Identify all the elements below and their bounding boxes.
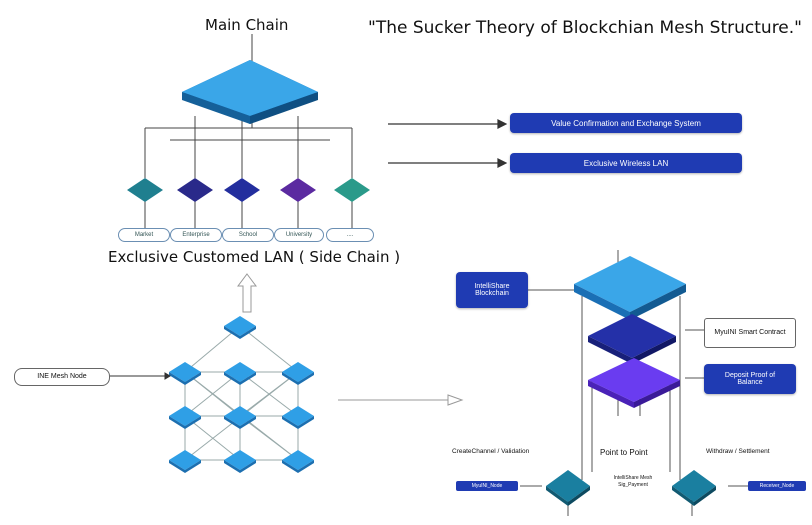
smart-contract-label: MyuINI Smart Contract — [714, 329, 786, 337]
ine-mesh-node-label: INE Mesh Node — [37, 373, 87, 381]
left-node-tag-label: MyuINI_Node — [471, 483, 503, 489]
smart-contract-box: MyuINI Smart Contract — [704, 318, 796, 348]
side-node-label: Enterprise — [182, 232, 210, 238]
stack-block-smart-contract — [588, 314, 676, 364]
main-chain-title: Main Chain — [205, 16, 289, 34]
main-chain-block — [182, 60, 318, 124]
theory-title: "The Sucker Theory of Blockchian Mesh St… — [368, 18, 802, 38]
side-node-market: Market — [118, 228, 170, 242]
stack-bottom-diamonds — [546, 470, 716, 506]
top-arrows — [388, 119, 508, 168]
withdraw-label: Withdraw / Settlement — [706, 448, 770, 455]
deposit-box: Deposit Proof of Balance — [704, 364, 796, 394]
side-node-university: University — [274, 228, 324, 242]
point-to-point-label: Point to Point — [600, 448, 648, 457]
side-chain-title: Exclusive Customed LAN ( Side Chain ) — [108, 248, 401, 266]
side-node-more: .... — [326, 228, 374, 242]
wireless-lan-box: Exclusive Wireless LAN — [510, 153, 742, 173]
value-system-label: Value Confirmation and Exchange System — [551, 118, 701, 128]
left-node-tag: MyuINI_Node — [456, 481, 518, 491]
side-node-school: School — [222, 228, 274, 242]
right-stack-lines — [520, 250, 748, 516]
mesh-to-stack-arrow — [338, 394, 464, 406]
value-system-box: Value Confirmation and Exchange System — [510, 113, 742, 133]
hollow-up-arrow — [237, 273, 257, 313]
ine-arrow — [110, 372, 171, 380]
intellishare-label: IntelliShare Blockchain — [474, 283, 510, 297]
right-node-tag: Receiver_Node — [748, 481, 806, 491]
side-node-label: University — [285, 232, 313, 238]
right-node-tag-label: Receiver_Node — [759, 483, 795, 489]
stack-block-deposit — [588, 358, 680, 408]
ine-mesh-node-box: INE Mesh Node — [14, 368, 110, 386]
side-node-diamonds — [127, 178, 370, 202]
side-node-label: School — [238, 232, 258, 238]
wireless-lan-label: Exclusive Wireless LAN — [583, 158, 669, 168]
stack-block-intellishare — [574, 256, 686, 320]
mesh-sig-label: IntelliShare Mesh Sig_Payment — [613, 475, 653, 488]
side-node-label: .... — [346, 232, 354, 238]
mesh-lines — [184, 325, 299, 461]
side-node-enterprise: Enterprise — [170, 228, 222, 242]
mesh-nodes — [169, 316, 314, 473]
create-channel-label: CreateChannel / Validation — [452, 448, 530, 455]
deposit-label: Deposit Proof of Balance — [724, 372, 776, 386]
main-chain-tree — [144, 34, 353, 228]
intellishare-box: IntelliShare Blockchain — [456, 272, 528, 308]
side-node-label: Market — [134, 232, 154, 238]
